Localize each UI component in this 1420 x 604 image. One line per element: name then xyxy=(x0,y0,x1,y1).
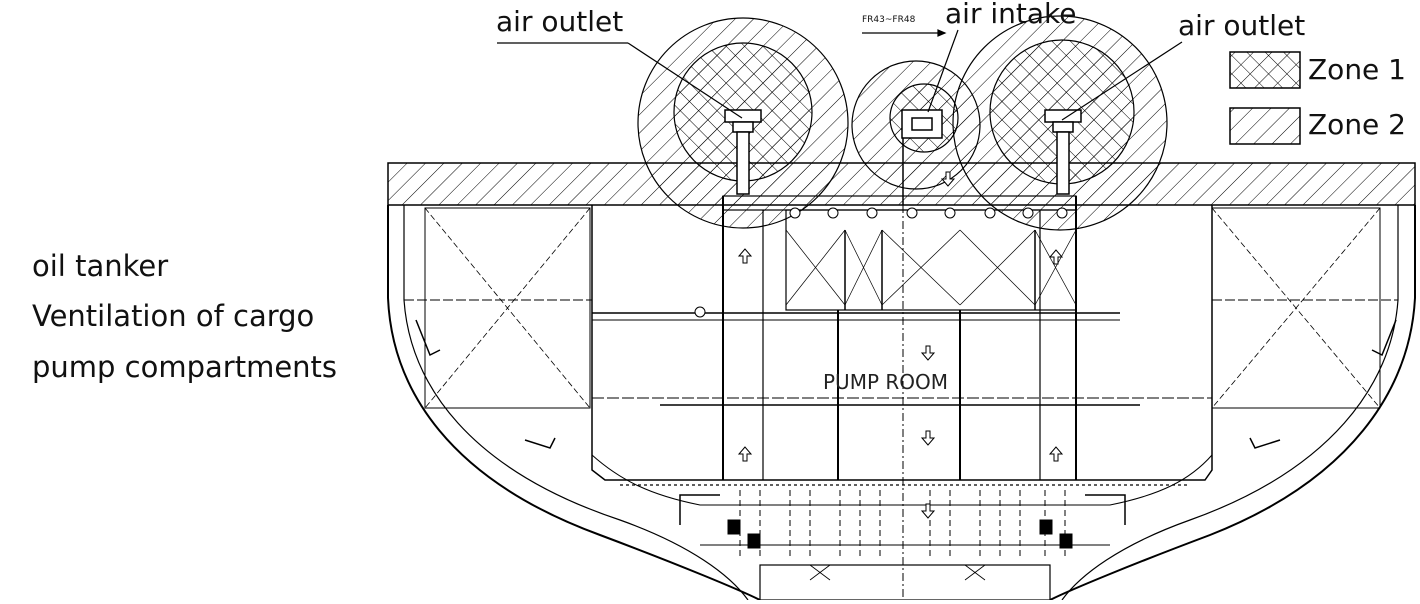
pump-room-label: PUMP ROOM xyxy=(823,370,949,394)
legend-zone1-label: Zone 1 xyxy=(1308,53,1406,86)
air-outlet-right-label: air outlet xyxy=(1178,9,1306,42)
leader-lines xyxy=(497,29,1183,121)
caption-line-3: pump compartments xyxy=(32,350,338,384)
caption-line-1: oil tanker xyxy=(32,249,169,283)
zone2-swatch xyxy=(1229,107,1301,145)
deck-fittings xyxy=(694,207,1068,318)
air-intake-label: air intake xyxy=(945,0,1077,30)
wing-tanks xyxy=(404,207,1398,449)
airflow-arrows xyxy=(737,171,1064,519)
hull-outline xyxy=(387,205,1416,601)
air-outlet-left-label: air outlet xyxy=(496,5,624,38)
caption-line-2: Ventilation of cargo xyxy=(32,299,315,333)
zone1-swatch xyxy=(1229,51,1301,89)
legend-zone2-label: Zone 2 xyxy=(1308,108,1406,141)
frame-range-label: FR43~FR48 xyxy=(862,15,916,25)
pump-room-structure xyxy=(405,195,1398,601)
legend-swatches xyxy=(1229,51,1301,145)
